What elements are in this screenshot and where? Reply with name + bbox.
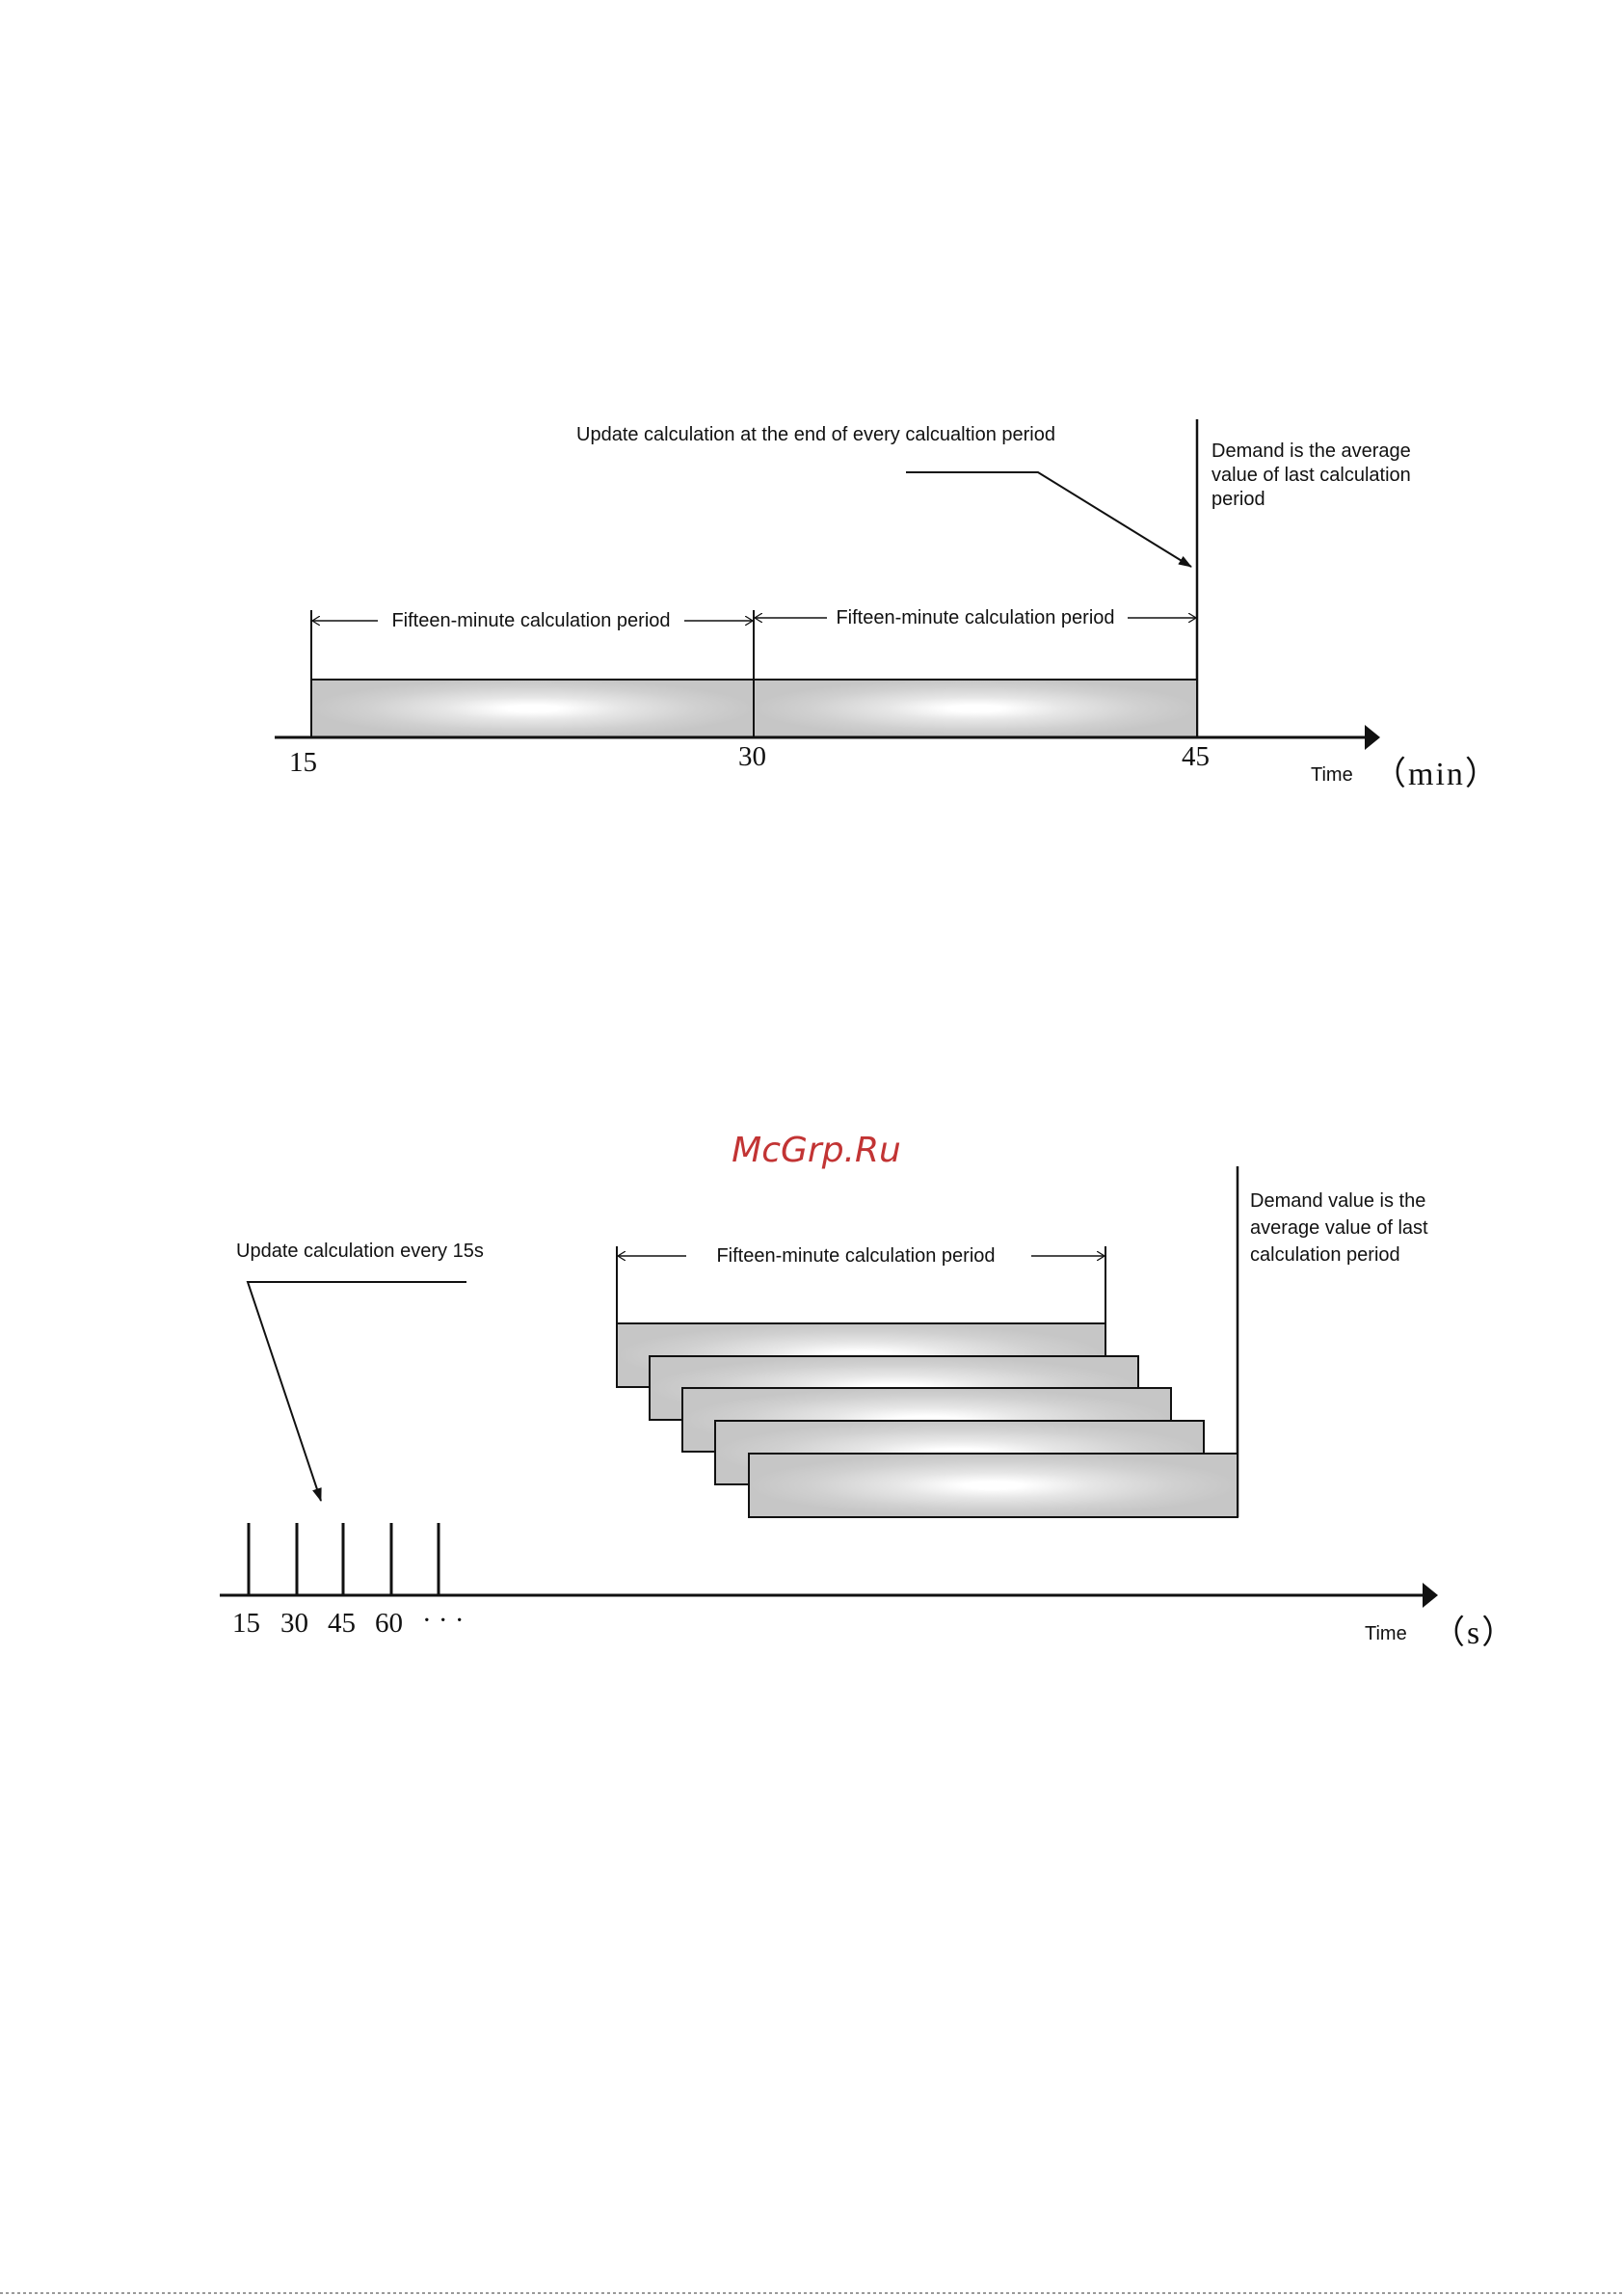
demand-value-annotation: Demand value is the average value of las…: [1250, 1190, 1433, 1266]
calculation-period-bar-2: [753, 679, 1198, 738]
period-label-1: Fifteen-minute calculation period: [391, 610, 670, 631]
period-label-2: Fifteen-minute calculation period: [836, 607, 1114, 628]
sliding-window-5: [748, 1453, 1238, 1518]
tick-label-30s: 30: [280, 1608, 308, 1639]
axis-unit-min: （min）: [1373, 756, 1500, 792]
watermark-logo: McGrp.Ru: [732, 1131, 901, 1170]
update-pointer-arrow: [906, 471, 1192, 568]
axis-unit-s: （s）: [1432, 1615, 1516, 1651]
tick-label-15: 15: [289, 747, 317, 778]
tick-label-30: 30: [738, 741, 766, 772]
tick-label-60s: 60: [375, 1608, 403, 1639]
tick-label-15s: 15: [232, 1608, 260, 1639]
demand-annotation: Demand is the average value of last calc…: [1211, 441, 1416, 510]
diagram-sliding-window: Update calculation every 15s Demand valu…: [220, 1166, 1516, 1651]
axis-label-time: Time: [1311, 764, 1353, 786]
diagram-fixed-period: Update calculation at the end of every c…: [275, 419, 1500, 792]
update-pointer-arrow-15s: [246, 1281, 466, 1502]
tick-label-45s: 45: [328, 1608, 356, 1639]
calculation-period-bar-1: [310, 679, 755, 738]
axis-label-time-2: Time: [1365, 1623, 1407, 1644]
tick-label-45: 45: [1182, 741, 1210, 772]
window-period-label: Fifteen-minute calculation period: [716, 1245, 995, 1267]
update-annotation: Update calculation at the end of every c…: [576, 424, 1055, 445]
tick-ellipsis: · · ·: [422, 1605, 464, 1636]
update-annotation-15s: Update calculation every 15s: [236, 1241, 484, 1262]
